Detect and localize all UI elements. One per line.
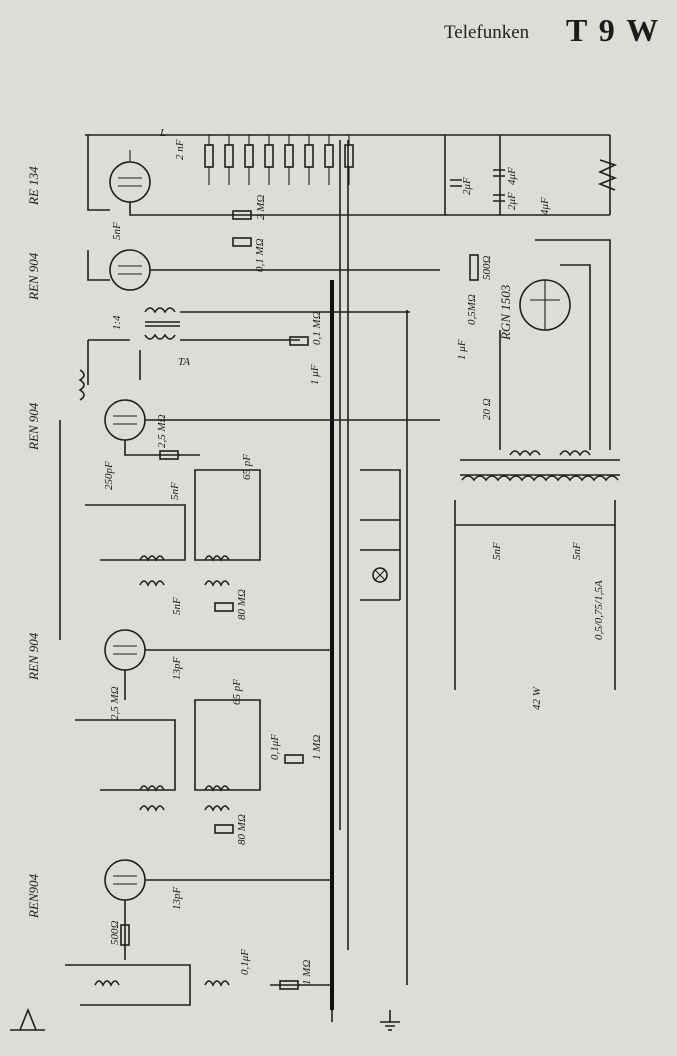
tube-rgn1503: RGN 1503 <box>498 279 571 341</box>
svg-text:13pF: 13pF <box>171 887 183 911</box>
top-rail <box>85 134 611 215</box>
svg-text:5nF: 5nF <box>169 482 181 500</box>
svg-text:500Ω: 500Ω <box>109 921 121 946</box>
svg-text:42 W: 42 W <box>531 686 543 710</box>
svg-text:RE 134: RE 134 <box>26 166 41 206</box>
svg-text:2μF: 2μF <box>461 177 473 195</box>
svg-text:500Ω: 500Ω <box>481 256 493 281</box>
pilot-lamp <box>372 567 388 583</box>
svg-text:REN 904: REN 904 <box>26 402 41 451</box>
svg-text:0,5/0,75/1,5A: 0,5/0,75/1,5A <box>593 580 605 640</box>
svg-text:REN 904: REN 904 <box>26 252 41 301</box>
svg-text:0,1μF: 0,1μF <box>269 734 281 760</box>
svg-text:REN 904: REN 904 <box>26 632 41 681</box>
svg-text:1 μF: 1 μF <box>309 364 321 385</box>
svg-text:4μF: 4μF <box>539 197 551 215</box>
svg-text:20 Ω: 20 Ω <box>481 398 493 420</box>
svg-text:80 MΩ: 80 MΩ <box>236 814 248 845</box>
svg-text:0,1μF: 0,1μF <box>239 949 251 975</box>
brand-label: Telefunken <box>444 22 530 43</box>
svg-text:0,1 MΩ: 0,1 MΩ <box>254 238 266 272</box>
svg-text:2,5 MΩ: 2,5 MΩ <box>156 414 168 448</box>
tube-ren904-3: REN 904 <box>26 629 146 681</box>
resistor-ladder <box>204 135 354 185</box>
svg-text:80 MΩ: 80 MΩ <box>236 589 248 620</box>
svg-text:1:4: 1:4 <box>111 315 123 330</box>
svg-text:0,5MΩ: 0,5MΩ <box>466 294 478 325</box>
tuning-group-1: 65 pF 80 MΩ 5nF <box>59 420 261 640</box>
svg-text:2 MΩ: 2 MΩ <box>255 195 267 220</box>
svg-text:250pF: 250pF <box>103 461 115 490</box>
svg-text:0,1 MΩ: 0,1 MΩ <box>311 311 323 345</box>
svg-text:4μF: 4μF <box>506 167 518 185</box>
svg-text:65 pF: 65 pF <box>241 454 253 480</box>
svg-text:13pF: 13pF <box>171 657 183 681</box>
tube-ren904-2: REN 904 <box>26 369 146 451</box>
svg-text:TA: TA <box>178 356 190 368</box>
svg-text:1 MΩ: 1 MΩ <box>301 960 313 985</box>
svg-text:2,5 MΩ: 2,5 MΩ <box>109 686 121 720</box>
svg-text:1 μF: 1 μF <box>456 339 468 360</box>
svg-text:5nF: 5nF <box>571 542 583 560</box>
svg-text:5nF: 5nF <box>491 542 503 560</box>
svg-text:RGN 1503: RGN 1503 <box>498 284 513 341</box>
interstage-transformer <box>144 307 180 340</box>
tube-ren904-4: REN904 <box>26 859 146 919</box>
svg-text:5nF: 5nF <box>171 597 183 615</box>
svg-text:1 MΩ: 1 MΩ <box>311 735 323 760</box>
svg-text:5nF: 5nF <box>111 222 123 240</box>
svg-text:L: L <box>159 127 166 139</box>
power-transformer <box>460 450 620 482</box>
svg-text:65 pF: 65 pF <box>231 679 243 705</box>
antenna-input: 1 MΩ 0,1μF <box>10 949 330 1031</box>
ground-stub <box>331 1010 400 1031</box>
power-filter: 2μF 4μF 2μF 4μF <box>450 159 618 215</box>
svg-text:2 nF: 2 nF <box>174 139 186 160</box>
model-label: T 9 W <box>566 12 661 48</box>
svg-text:2μF: 2μF <box>506 192 518 210</box>
tuning-group-2: 65 pF 0,1μF 1 MΩ 80 MΩ <box>75 679 323 845</box>
svg-text:REN904: REN904 <box>26 873 41 919</box>
